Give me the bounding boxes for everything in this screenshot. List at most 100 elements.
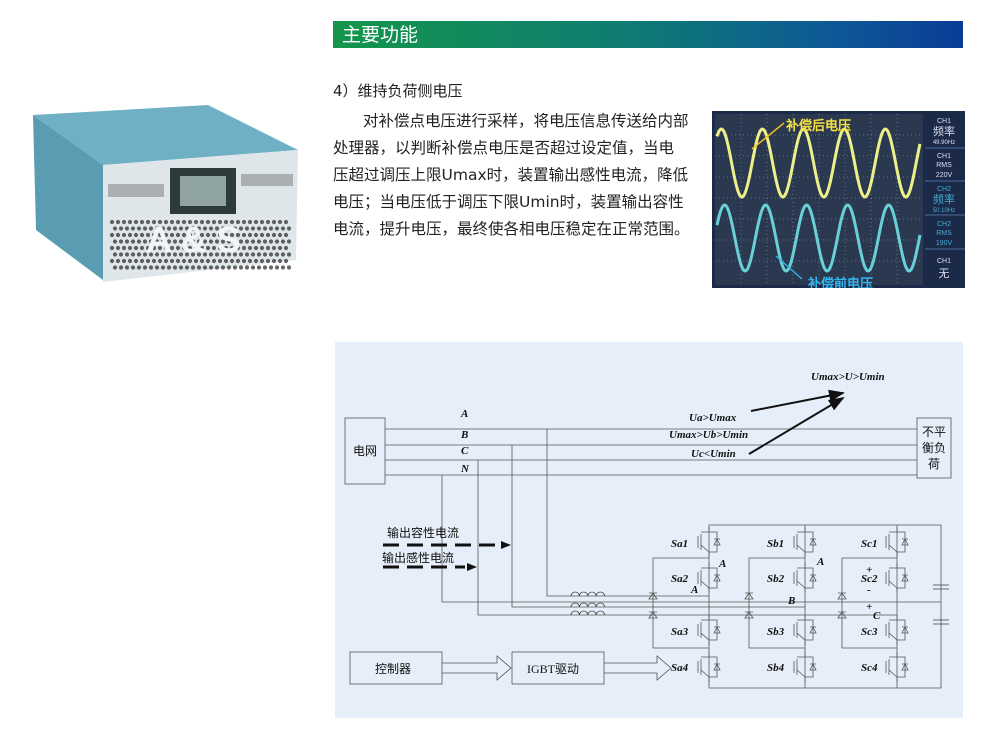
igbt-driver-label: IGBT驱动 — [527, 662, 579, 676]
svg-text:CH1: CH1 — [937, 153, 951, 160]
igbt-switch — [885, 527, 906, 557]
svg-text:CH2: CH2 — [937, 221, 951, 228]
diode-icon — [809, 663, 817, 671]
svg-text:频率: 频率 — [933, 192, 955, 206]
switch-sb3: Sb3 — [767, 626, 785, 638]
clamp-diode-icon — [648, 592, 658, 600]
load-label-2: 衡负 — [922, 441, 946, 455]
node-a-2: A — [690, 584, 698, 596]
igbt-switch — [793, 615, 814, 645]
condition-normal: Umax>U>Umin — [811, 371, 885, 383]
clamp-diode-icon — [744, 592, 754, 600]
paragraph-line: 电流，提升电压，最终使各相电压稳定在正常范围。 — [333, 220, 690, 238]
igbt-switch — [885, 563, 906, 593]
switch-sc3: Sc3 — [861, 626, 878, 638]
grid-box — [344, 417, 386, 485]
diode-icon — [901, 663, 909, 671]
svg-text:CH1: CH1 — [937, 258, 951, 265]
diode-icon — [713, 663, 721, 671]
inductors — [570, 591, 605, 616]
clamp-diode-icon — [837, 592, 847, 600]
section-title: 主要功能 — [342, 24, 419, 46]
phase-label-a: A — [460, 408, 468, 420]
switch-sa2: Sa2 — [671, 573, 689, 585]
igbt-switch — [793, 527, 814, 557]
load-label-1: 不平 — [922, 425, 946, 439]
grid-label: 电网 — [353, 444, 377, 458]
switch-sb1: Sb1 — [767, 538, 784, 550]
label-after-compensation: 补偿后电压 — [785, 118, 851, 134]
igbt-switch — [885, 615, 906, 645]
plus-2: + — [866, 601, 872, 613]
igbt-switch — [885, 652, 906, 682]
svg-text:50.10Hz: 50.10Hz — [933, 208, 955, 214]
arrow-controller-to-driver — [442, 655, 512, 681]
diode-icon — [809, 574, 817, 582]
svg-text:220V: 220V — [936, 172, 953, 179]
diode-icon — [713, 538, 721, 546]
condition-c: Uc<Umin — [691, 448, 736, 460]
plus-1: + — [866, 564, 872, 576]
igbt-driver-box — [511, 651, 605, 685]
bridge-frame — [708, 524, 942, 689]
igbt-switch — [697, 652, 718, 682]
dc-capacitors — [933, 584, 949, 625]
scope-panel-ch1-none: CH1 无 — [937, 258, 951, 280]
svg-text:频率: 频率 — [933, 124, 955, 138]
node-a-1: A — [718, 558, 726, 570]
clamp-diode-icon — [648, 611, 658, 619]
node-c: C — [873, 610, 881, 622]
phase-lines — [385, 428, 917, 476]
arrow-a-to-normal — [750, 389, 845, 412]
inductive-current-label: 输出感性电流 — [382, 550, 454, 565]
clamp-diode-icon — [744, 611, 754, 619]
condition-b: Umax>Ub>Umin — [669, 429, 748, 441]
diode-icon — [901, 626, 909, 634]
circuit-diagram: 电网 不平 衡负 荷 A B C N Umax>U>Umin Ua>Umax U… — [335, 342, 963, 718]
paragraph-line: 压超过调压上限Umax时，装置输出感性电流，降低 — [333, 166, 689, 184]
phase-label-c: C — [461, 445, 469, 457]
switch-sa3: Sa3 — [671, 626, 689, 638]
arrow-driver-to-bridge — [604, 655, 672, 681]
phase-label-b: B — [460, 429, 468, 441]
controller-label: 控制器 — [375, 662, 411, 676]
switch-sb2: Sb2 — [767, 573, 785, 585]
label-before-compensation: 补偿前电压 — [807, 276, 873, 288]
igbt-switch — [793, 563, 814, 593]
switch-sc4: Sc4 — [861, 662, 878, 674]
igbt-switch — [697, 527, 718, 557]
product-image: A & S — [33, 105, 298, 282]
minus: - — [867, 584, 871, 596]
igbt-switch — [697, 563, 718, 593]
igbt-switch — [697, 615, 718, 645]
paragraph-line: 电压；当电压低于调压下限Umin时，装置输出容性 — [333, 193, 684, 211]
phase-label-n: N — [460, 463, 470, 475]
arrow-c-to-normal — [748, 396, 845, 455]
svg-text:190V: 190V — [936, 240, 953, 247]
condition-a: Ua>Umax — [689, 412, 737, 424]
node-b: B — [787, 595, 795, 607]
capacitive-current-label: 输出容性电流 — [387, 525, 459, 540]
switch-sb4: Sb4 — [767, 662, 785, 674]
svg-text:无: 无 — [939, 268, 950, 280]
diode-icon — [713, 626, 721, 634]
diode-icon — [809, 538, 817, 546]
svg-text:RMS: RMS — [936, 230, 952, 237]
load-label-3: 荷 — [928, 457, 940, 471]
diode-icon — [901, 574, 909, 582]
section-header: 主要功能 — [333, 21, 963, 48]
svg-text:CH1: CH1 — [937, 118, 951, 125]
diode-icon — [713, 574, 721, 582]
switch-sa4: Sa4 — [671, 662, 689, 674]
switch-sa1: Sa1 — [671, 538, 688, 550]
diode-icon — [809, 626, 817, 634]
svg-text:CH2: CH2 — [937, 186, 951, 193]
paragraph-line: 处理器，以判断补偿点电压是否超过设定值，当电 — [333, 139, 675, 157]
paragraph-line: 对补偿点电压进行采样，将电压信息传送给内部 — [363, 112, 689, 130]
description-paragraph: 对补偿点电压进行采样，将电压信息传送给内部 处理器，以判断补偿点电压是否超过设定… — [333, 108, 698, 243]
